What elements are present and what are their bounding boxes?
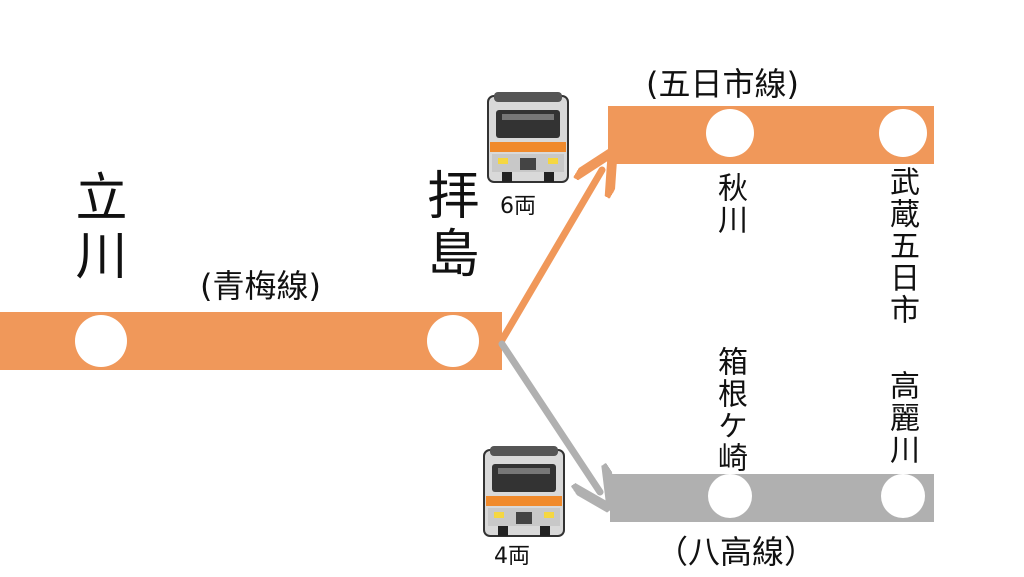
station-dot-musashi-itsukaichi: [879, 109, 927, 157]
line-label-ome: (青梅線): [200, 267, 321, 305]
line-label-itsukaichi: (五日市線): [646, 65, 799, 103]
station-dot-hakonegasaki: [708, 474, 752, 518]
hachiko-line-bar: [610, 474, 934, 522]
line-label-hachiko: （八高線）: [656, 533, 817, 571]
train-icon: [483, 446, 565, 537]
itsukaichi-branch-arrow-icon: [498, 170, 602, 344]
hachiko-branch-arrow-icon: [498, 340, 600, 492]
station-label-tachikawa: 立川: [66, 170, 126, 286]
station-label-musashi-itsukaichi: 武蔵五日市: [884, 166, 919, 326]
station-label-haijima: 拝島: [418, 168, 478, 284]
station-label-hakonegasaki: 箱根ケ崎: [712, 346, 747, 474]
station-label-komagawa: 高麗川: [884, 370, 919, 466]
station-dot-tachikawa: [75, 315, 127, 367]
station-dot-komagawa: [881, 474, 925, 518]
station-dot-haijima: [427, 315, 479, 367]
car-count-hachiko: 4両: [494, 544, 530, 569]
station-dot-akigawa: [706, 109, 754, 157]
station-label-akigawa: 秋川: [712, 172, 747, 236]
car-count-itsukaichi: 6両: [500, 194, 536, 219]
train-icon: [487, 92, 569, 183]
